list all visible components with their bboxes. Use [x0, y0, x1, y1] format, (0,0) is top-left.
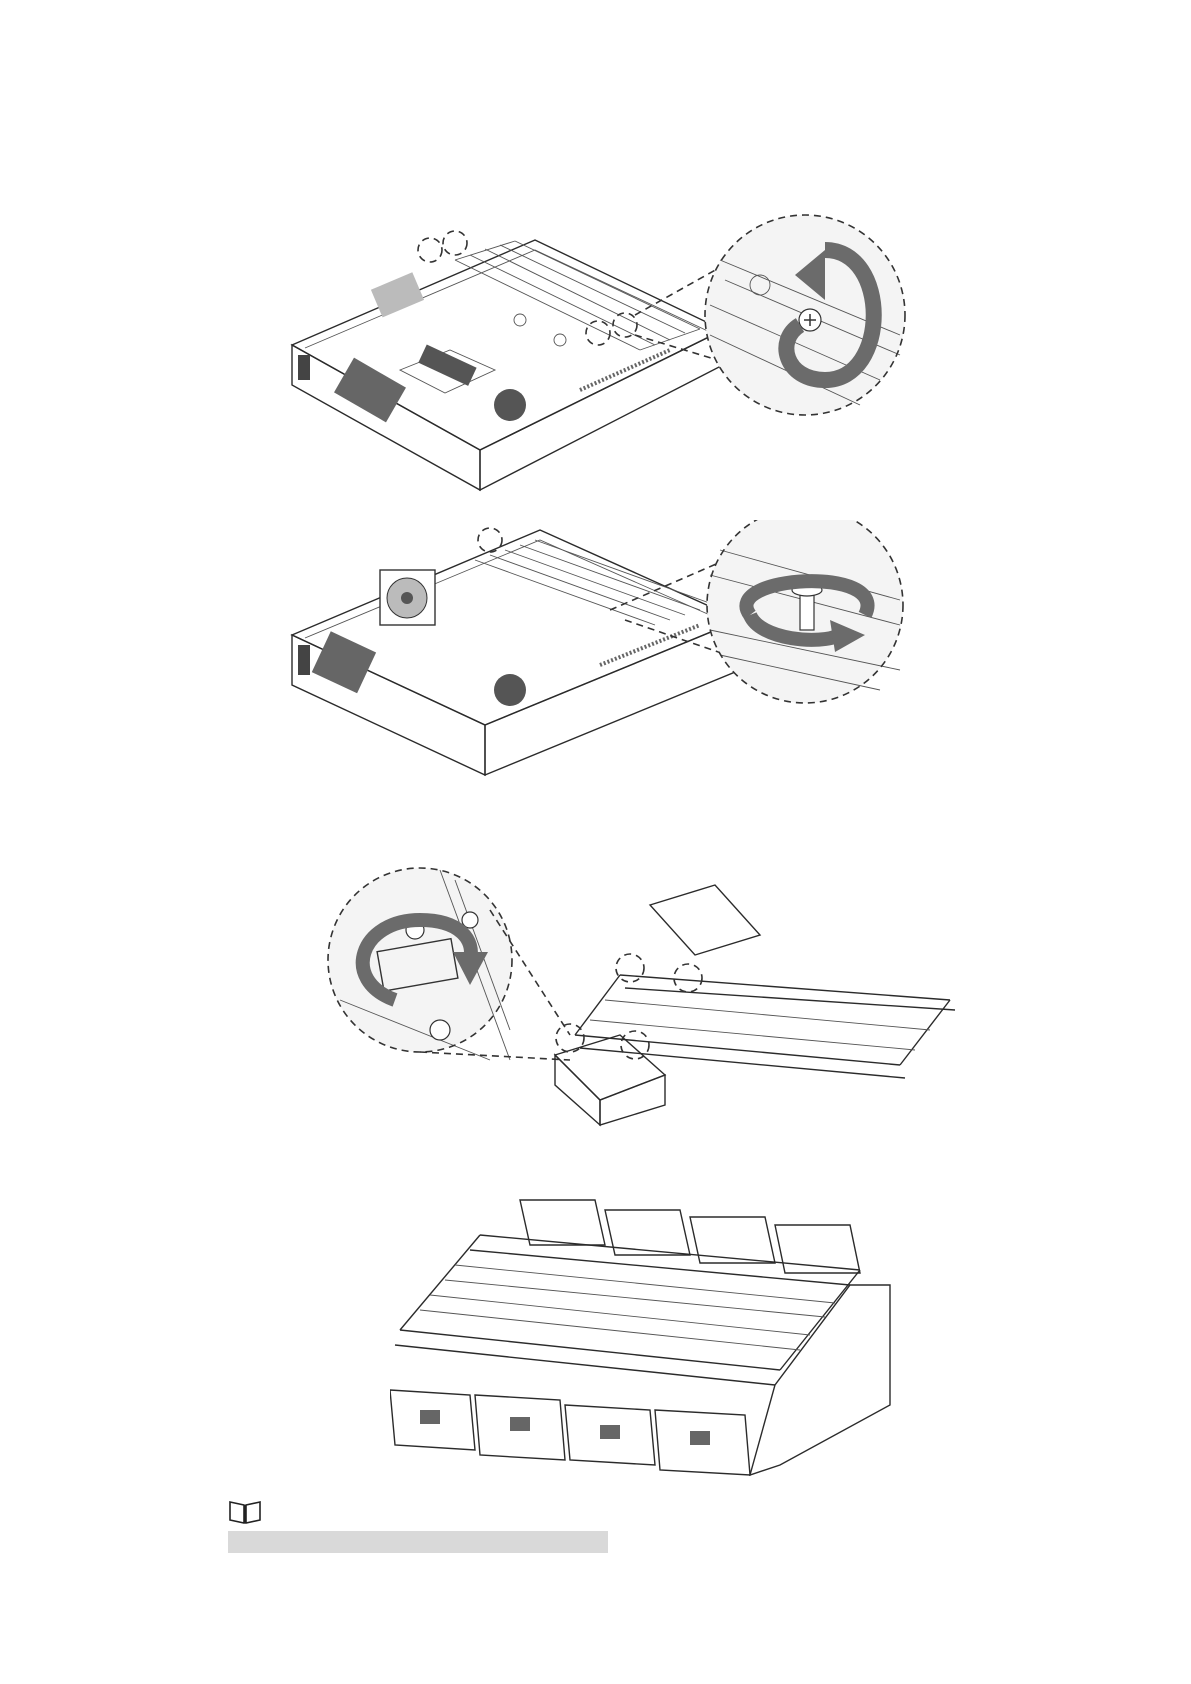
figure-hdd-bracket-complete — [390, 1195, 980, 1485]
figure-chassis-bracket-removal — [280, 205, 980, 505]
figure-chassis-screw-fasten — [280, 520, 980, 790]
zoom-detail-screw — [328, 868, 512, 1060]
hdd-array-illustration — [390, 1200, 890, 1475]
chassis-illustration — [292, 528, 740, 775]
hdd-bracket-illustration — [555, 885, 955, 1125]
figure-hdd-bracket-attach — [320, 860, 1040, 1160]
chassis-illustration — [292, 231, 723, 490]
zoom-detail-screw — [707, 520, 903, 703]
note-book-icon — [228, 1499, 262, 1525]
note-text-placeholder — [228, 1531, 608, 1553]
zoom-detail-screw — [705, 215, 905, 415]
